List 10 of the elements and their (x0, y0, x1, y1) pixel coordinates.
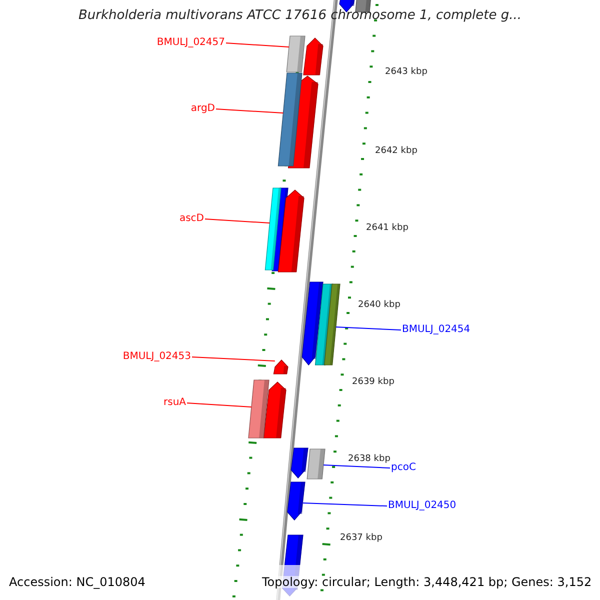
title: Burkholderia multivorans ATCC 17616 chromosome 1, complete g... (78, 10, 522, 22)
scale-label: 2643 kbp (385, 66, 428, 78)
scale-label: 2637 kbp (340, 532, 382, 544)
scale-label: 2641 kbp (366, 222, 408, 234)
scale-label: 2639 kbp (352, 376, 394, 388)
genome-summary-text: Topology: circular; Length: 3,448,421 bp; Genes: 3,152 (262, 576, 592, 588)
scale-label: 2640 kbp (358, 299, 400, 311)
scale-label: 2642 kbp (375, 145, 418, 157)
accession-text: Accession: NC_010804 (9, 576, 146, 588)
scale-label: 2638 kbp (348, 453, 390, 465)
